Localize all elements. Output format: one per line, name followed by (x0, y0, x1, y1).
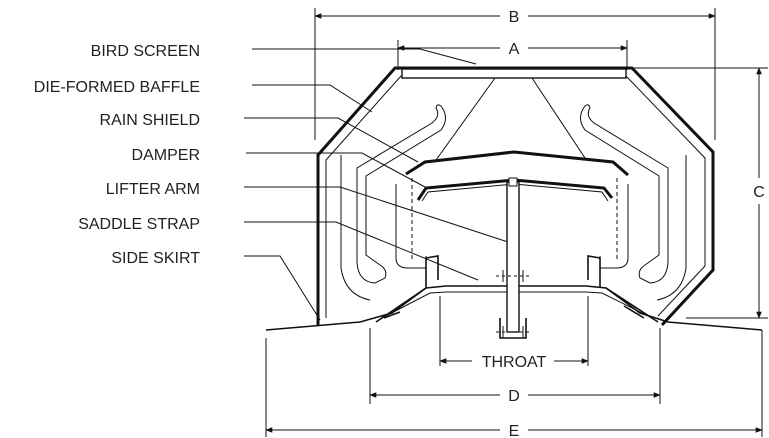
label-die-formed-baffle: DIE-FORMED BAFFLE (34, 79, 200, 96)
side-skirt-left-lip (383, 311, 401, 319)
dimension-e-label: E (509, 423, 520, 438)
dimension-d-label: D (508, 388, 520, 405)
damper-guide-right (599, 184, 629, 269)
leader-lifter-arm (244, 186, 509, 243)
outer-hood (316, 66, 715, 327)
label-side-skirt: SIDE SKIRT (111, 250, 200, 267)
leader-side-skirt (244, 255, 321, 321)
label-bird-screen: BIRD SCREEN (91, 43, 200, 60)
fastener-marks (496, 270, 532, 338)
leader-saddle-strap (244, 221, 479, 281)
leader-damper (246, 152, 426, 188)
dimension-b-label: B (509, 9, 520, 26)
side-skirt-right (605, 287, 763, 331)
die-formed-baffle-left (356, 104, 446, 284)
throat-collar-right (587, 255, 601, 288)
lifter-arm-cap (508, 177, 518, 187)
die-formed-baffle-right (580, 104, 669, 284)
lifter-arm (506, 181, 520, 333)
dimension-throat: THROAT (439, 296, 589, 371)
rain-shield (405, 150, 629, 177)
leader-lines (244, 48, 509, 321)
support-rod-left (435, 77, 496, 161)
dimension-throat-label: THROAT (482, 354, 547, 371)
label-damper: DAMPER (132, 147, 200, 164)
lifter-arm-bracket (499, 318, 527, 339)
die-formed-baffle-left-inner (340, 155, 371, 301)
bird-screen (401, 68, 627, 79)
leader-bird-screen (252, 48, 477, 65)
dimension-e: E (265, 330, 763, 438)
label-rain-shield: RAIN SHIELD (100, 112, 200, 129)
dimension-b: B (314, 8, 716, 140)
ventilator-body (265, 66, 763, 339)
throat-collar-left (425, 255, 439, 288)
label-saddle-strap: SADDLE STRAP (78, 216, 200, 233)
label-lifter-arm: LIFTER ARM (106, 181, 200, 198)
side-skirt-right-lip (623, 305, 645, 319)
support-rod-right (531, 77, 586, 159)
die-formed-baffle-right-inner (656, 155, 687, 301)
dimension-c-label: C (753, 184, 765, 201)
dimension-d: D (369, 328, 661, 405)
dimension-a: A (397, 40, 628, 70)
dimension-a-label: A (509, 41, 520, 58)
side-skirt-left (265, 287, 427, 331)
leader-die-formed-baffle (252, 84, 373, 113)
damper-guide-left (395, 184, 427, 269)
dimension-c: C (632, 67, 768, 319)
